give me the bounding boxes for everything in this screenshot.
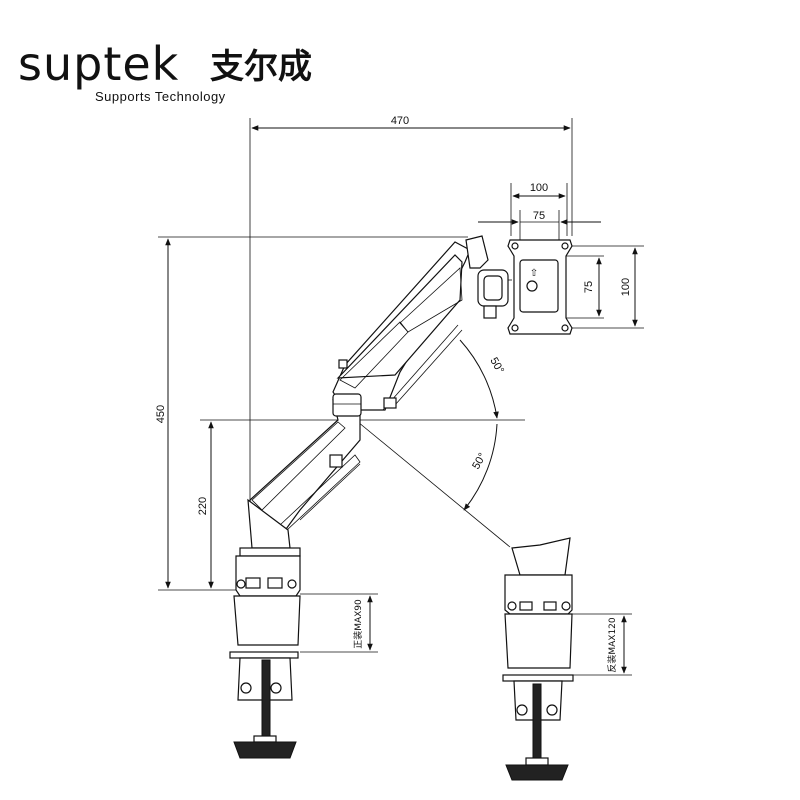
vesa-plate: ⇧ <box>507 239 573 335</box>
tilt-down-value: 50° <box>470 451 489 471</box>
logo-brand: suptek <box>18 37 179 91</box>
clamp-normal-value: 正装MAX90 <box>352 599 364 649</box>
tilt-up-value: 50° <box>487 356 506 376</box>
vesa-inner-width: 75 <box>533 210 545 222</box>
logo: suptek 支尔成 Supports Technology <box>18 37 312 104</box>
logo-tagline: Supports Technology <box>95 89 226 104</box>
dimension-reach: 470 <box>249 115 573 500</box>
up-arrow-icon: ⇧ <box>530 268 538 279</box>
total-height-value: 450 <box>155 405 167 423</box>
upper-arm <box>332 241 471 411</box>
dimension-vesa-vertical: 75 100 <box>562 245 644 329</box>
dimension-total-height: 450 <box>155 236 468 591</box>
clamp-reverse-value: 反装MAX120 <box>606 617 618 673</box>
vesa-inner-height: 75 <box>583 281 595 293</box>
pole-height-value: 220 <box>197 497 209 515</box>
dimension-clamp-normal: 正装MAX90 <box>300 593 378 653</box>
dimension-pole-height: 220 <box>197 419 525 589</box>
reverse-base-pole <box>511 537 571 576</box>
clamp-reverse <box>502 574 574 781</box>
arm-joint <box>332 393 362 417</box>
tilt-head <box>465 235 512 319</box>
dimension-clamp-reverse: 反装MAX120 <box>572 613 632 676</box>
logo-chinese: 支尔成 <box>210 47 312 87</box>
reach-value: 470 <box>391 115 409 127</box>
clamp-normal <box>229 555 301 759</box>
vesa-outer-height: 100 <box>620 278 632 296</box>
vesa-outer-width: 100 <box>530 182 548 194</box>
dimension-vesa-horizontal: 100 75 <box>478 182 601 240</box>
